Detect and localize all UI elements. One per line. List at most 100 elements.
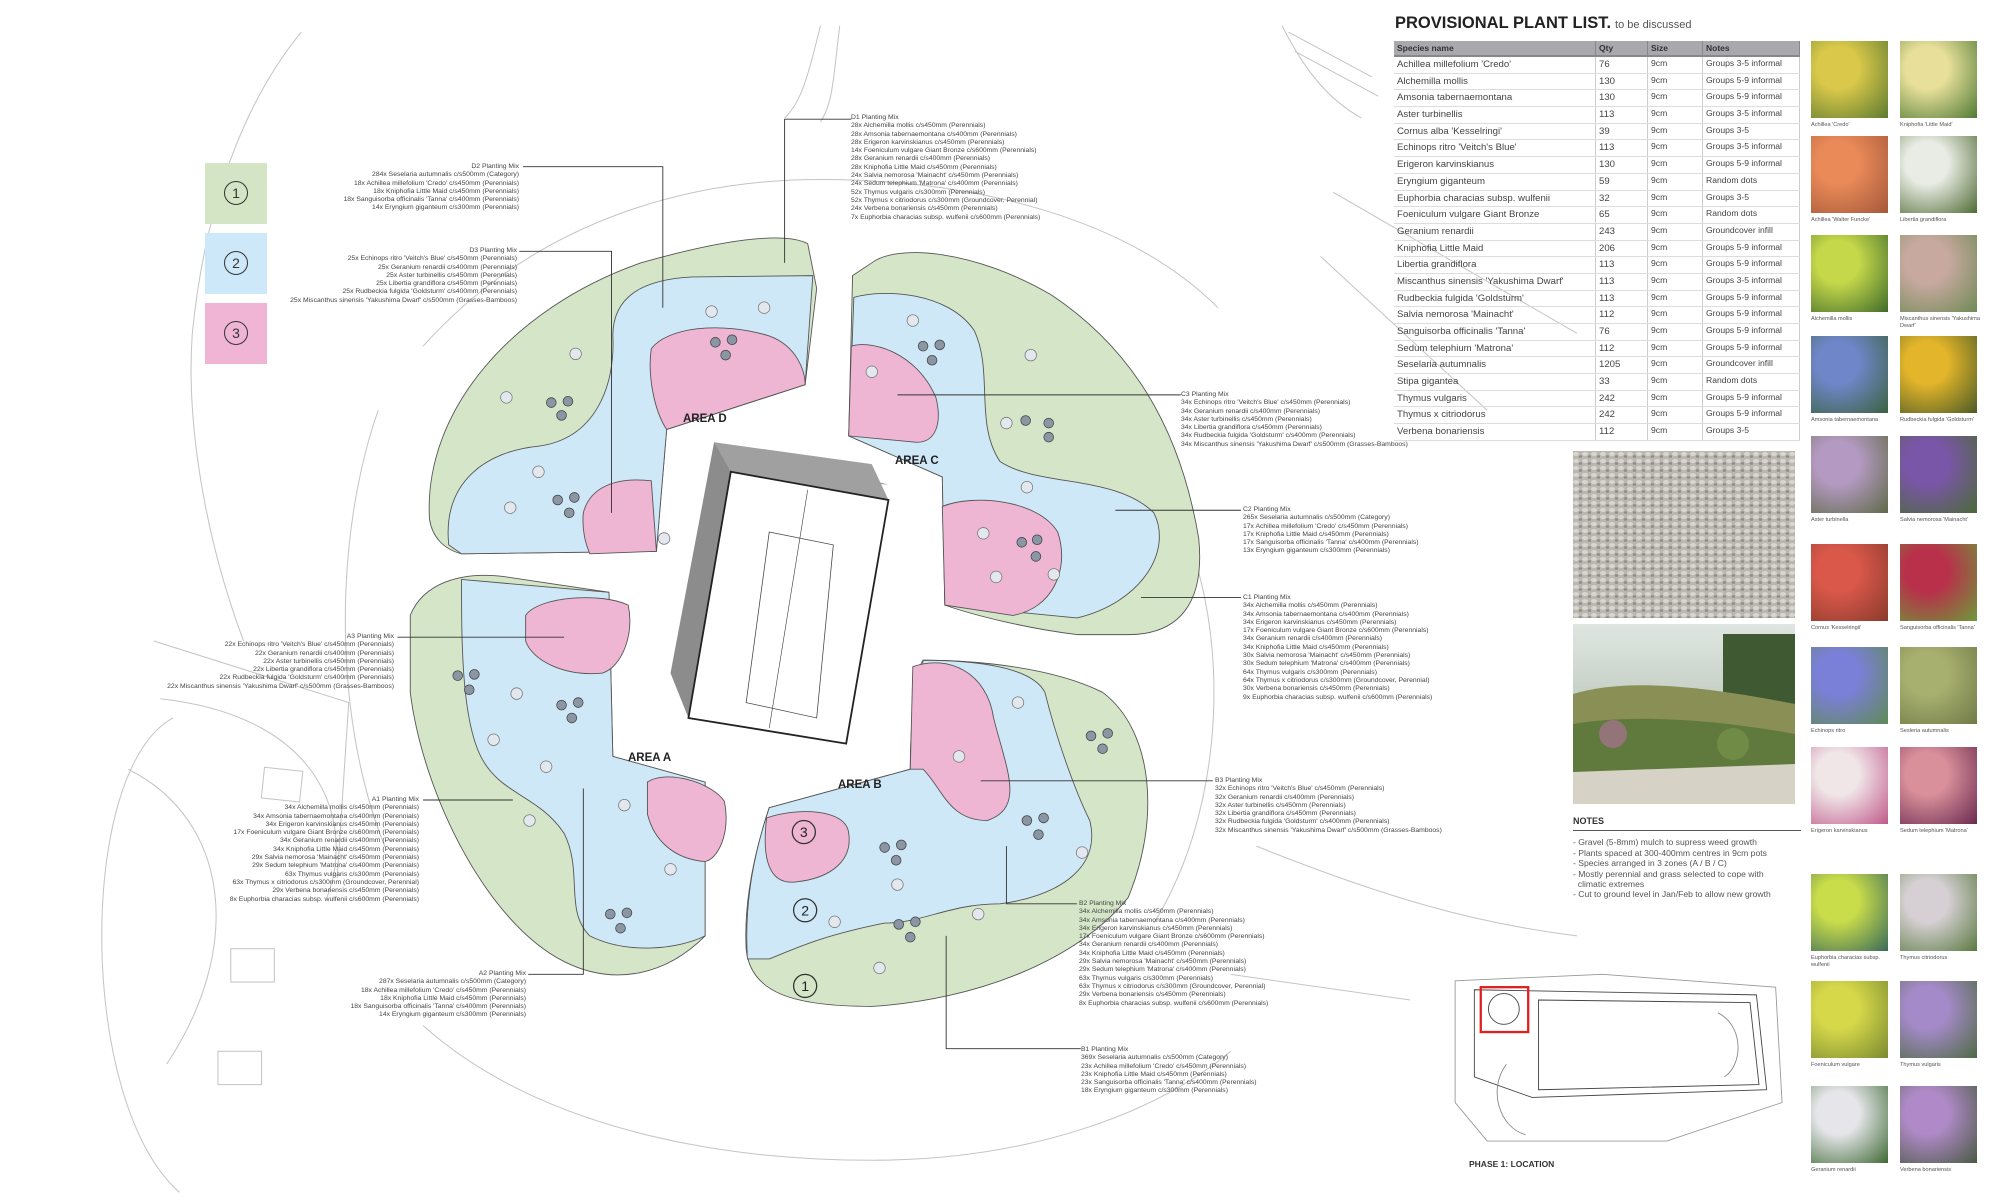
plant-photo-caption: Thymus citriodorus bbox=[1900, 955, 1948, 961]
bed-zone-number: 1 bbox=[801, 978, 809, 994]
cell-species: Sanguisorba officinalis 'Tanna' bbox=[1394, 324, 1596, 340]
planting-mix-line: 34x Amsonia tabernaemontana c/s400mm (Pe… bbox=[253, 812, 419, 820]
cell-notes: Random dots bbox=[1703, 374, 1800, 390]
planting-mix-line: 34x Geranium renardii c/s400mm (Perennia… bbox=[1079, 941, 1219, 949]
legend-zone-2: 2 bbox=[205, 233, 267, 294]
plant-photo bbox=[1811, 235, 1888, 312]
planting-mix-title: A2 Planting Mix bbox=[478, 970, 526, 977]
legend-number: 3 bbox=[224, 321, 248, 345]
planting-mix-title: B3 Planting Mix bbox=[1215, 777, 1263, 784]
cell-notes: Groups 3-5 bbox=[1703, 123, 1800, 140]
planting-mix-line: 24x Verbena bonariensis c/s450mm (Perenn… bbox=[851, 205, 998, 213]
planting-mix-line: 64x Thymus x citriodorus c/s300mm (Groun… bbox=[1243, 676, 1430, 684]
planting-mix-line: 34x Geranium renardii c/s400mm (Perennia… bbox=[1243, 635, 1383, 643]
cell-notes: Random dots bbox=[1703, 207, 1800, 223]
cell-size: 9cm bbox=[1648, 424, 1703, 440]
plant-photo bbox=[1900, 1086, 1977, 1163]
site-lines bbox=[101, 25, 1578, 1193]
cell-notes: Groups 3-5 bbox=[1703, 190, 1800, 207]
cell-species: Thymus x citriodorus bbox=[1394, 407, 1596, 424]
note-item: - Gravel (5-8mm) mulch to supress weed g… bbox=[1573, 837, 1757, 848]
bed-area-d bbox=[428, 237, 818, 555]
plant-photo bbox=[1900, 436, 1977, 513]
cell-size: 9cm bbox=[1648, 407, 1703, 424]
planting-mix-line: 63x Thymus x citriodorus c/s300mm (Groun… bbox=[1079, 982, 1266, 990]
cell-qty: 39 bbox=[1596, 123, 1648, 140]
cell-size: 9cm bbox=[1648, 240, 1703, 257]
cell-size: 9cm bbox=[1648, 123, 1703, 140]
cell-qty: 112 bbox=[1596, 424, 1648, 440]
planting-mix-line: 14x Foeniculum vulgare Giant Bronze c/s6… bbox=[851, 147, 1037, 155]
cell-qty: 242 bbox=[1596, 390, 1648, 407]
plant-photo bbox=[1811, 874, 1888, 951]
planting-mix-line: 34x Erigeron karvinskianus c/s450mm (Per… bbox=[1079, 924, 1233, 932]
planting-mix-line: 14x Eryngium giganteum c/s300mm (Perenni… bbox=[379, 1011, 526, 1019]
cell-species: Geranium renardii bbox=[1394, 223, 1596, 240]
cell-notes: Groups 5-9 informal bbox=[1703, 407, 1800, 424]
plant-photo bbox=[1900, 647, 1977, 724]
plant-photo-caption: Sedum telephium 'Matrona' bbox=[1900, 828, 1968, 834]
cell-qty: 65 bbox=[1596, 207, 1648, 223]
planting-mix-line: 18x Kniphofia Little Maid c/s450mm (Pere… bbox=[380, 994, 526, 1002]
planting-mix-line: 24x Sedum telephium 'Matrona' c/s400mm (… bbox=[851, 180, 1018, 188]
planting-mix-line: 34x Erigeron karvinskianus c/s450mm (Per… bbox=[265, 820, 419, 828]
note-item: - Species arranged in 3 zones (A / B / C… bbox=[1573, 858, 1727, 869]
planting-mix-line: 24x Salvia nemorosa 'Mainacht' c/s450mm … bbox=[851, 172, 1019, 180]
plant-photo bbox=[1900, 235, 1977, 312]
planting-mix-line: 34x Geranium renardii c/s400mm (Perennia… bbox=[279, 837, 419, 845]
cell-species: Cornus alba 'Kesselringi' bbox=[1394, 123, 1596, 140]
planting-mix-line: 23x Sanguisorba officinalis 'Tanna' c/s4… bbox=[1081, 1079, 1257, 1087]
location-caption: PHASE 1: LOCATION bbox=[1469, 1159, 1555, 1169]
planting-mix-line: 18x Achillea millefolium 'Credo' c/s450m… bbox=[353, 179, 519, 187]
cell-qty: 113 bbox=[1596, 140, 1648, 157]
planting-mix-line: 29x Salvia nemorosa 'Mainacht' c/s450mm … bbox=[251, 854, 419, 862]
planting-mix-line: 17x Foeniculum vulgare Giant Bronze c/s6… bbox=[233, 829, 420, 837]
gravel-mulch-photo bbox=[1573, 451, 1795, 618]
column-header-species: Species name bbox=[1394, 41, 1596, 55]
notes-heading: NOTES bbox=[1573, 816, 1801, 832]
planting-mix-line: 34x Alchemilla mollis c/s450mm (Perennia… bbox=[1243, 602, 1378, 610]
planting-mix-line: 29x Verbena bonariensis c/s450mm (Perenn… bbox=[272, 887, 419, 895]
cell-qty: 130 bbox=[1596, 157, 1648, 173]
planting-mix-line: 32x Libertia grandiflora c/s450mm (Peren… bbox=[1215, 810, 1356, 818]
planting-mix-line: 369x Seselaria autumnalis c/s500mm (Cate… bbox=[1081, 1054, 1228, 1062]
plant-photo bbox=[1900, 41, 1977, 118]
plant-photo-caption: Miscanthus sinensis 'Yakushima Dwarf' bbox=[1900, 316, 1980, 329]
planting-mix-line: 17x Kniphofia Little Maid c/s450mm (Pere… bbox=[1243, 530, 1389, 538]
cell-size: 9cm bbox=[1648, 90, 1703, 107]
bed-area-c bbox=[848, 252, 1201, 636]
cell-size: 9cm bbox=[1648, 107, 1703, 123]
plant-photo-caption: Thymus vulgaris bbox=[1900, 1062, 1941, 1068]
cell-size: 9cm bbox=[1648, 357, 1703, 374]
cell-qty: 130 bbox=[1596, 73, 1648, 90]
plant-photo-caption: Salvia nemorosa 'Mainacht' bbox=[1900, 517, 1969, 523]
cell-size: 9cm bbox=[1648, 324, 1703, 340]
plant-list-subtitle: to be discussed bbox=[1615, 19, 1692, 31]
cell-notes: Groups 5-9 informal bbox=[1703, 157, 1800, 173]
planting-mix-line: 30x Sedum telephium 'Matrona' c/s400mm (… bbox=[1243, 660, 1410, 668]
central-building bbox=[670, 442, 890, 745]
plant-photo-caption: Alchemilla mollis bbox=[1811, 316, 1853, 322]
plant-photo bbox=[1900, 981, 1977, 1058]
cell-size: 9cm bbox=[1648, 157, 1703, 173]
area-label-a: AREA A bbox=[628, 752, 672, 764]
planting-mix-line: 34x Kniphofia Little Maid c/s450mm (Pere… bbox=[273, 845, 419, 853]
cell-species: Sedum telephium 'Matrona' bbox=[1394, 340, 1596, 357]
plant-marker-clusters bbox=[452, 334, 1113, 943]
table-header: Species name Qty Size Notes bbox=[1394, 41, 1800, 57]
planting-mix-line: 34x Amsonia tabernaemontana c/s400mm (Pe… bbox=[1079, 916, 1245, 924]
